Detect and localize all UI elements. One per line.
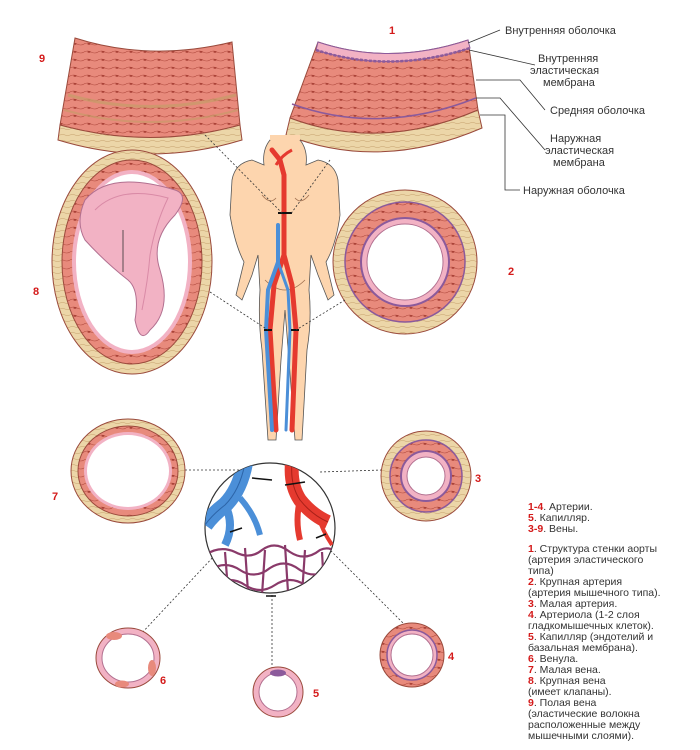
legend-item-5: 5. Капилляр (эндотелий и	[528, 631, 653, 643]
legend-group-capillary: 5. Капилляр.	[528, 512, 590, 524]
capillary-cross-section	[252, 666, 304, 718]
legend-item-9: 9. Полая вена	[528, 697, 597, 709]
body-vessels	[263, 147, 299, 433]
number-9: 9	[39, 53, 45, 65]
number-6: 6	[160, 675, 166, 687]
legend-item-4: 4. Артериола (1-2 слоя	[528, 609, 640, 621]
human-body-silhouette	[229, 135, 341, 441]
legend-group-veins: 3-9. Вены.	[528, 523, 578, 535]
legend-item-8-line-2: (имеет клапаны).	[528, 686, 612, 698]
small-vein-cross-section	[70, 418, 186, 524]
legend: 1-4. Артерии. 5. Капилляр. 3-9. Вены. 1.…	[528, 501, 661, 742]
label-inner-elastic-membrane-2: эластическая	[530, 65, 599, 77]
layer-leaders	[467, 29, 546, 191]
legend-item-1-line-3: типа)	[528, 565, 554, 577]
aorta-wall-section	[285, 39, 483, 153]
legend-item-9-line-2: (эластические волокна	[528, 708, 640, 720]
legend-item-4-line-2: гладкомышечных клеток).	[528, 620, 654, 632]
legend-item-8: 8. Крупная вена	[528, 675, 606, 687]
number-5: 5	[313, 688, 319, 700]
microcirculation-magnified	[204, 462, 336, 597]
venule-cross-section	[95, 627, 161, 689]
legend-item-9-line-3: расположенные между	[528, 719, 641, 731]
label-middle-layer: Средняя оболочка	[550, 105, 646, 117]
legend-item-7: 7. Малая вена.	[528, 664, 601, 676]
number-7: 7	[52, 491, 58, 503]
label-inner-elastic-membrane-1: Внутренняя	[538, 53, 598, 65]
legend-item-6: 6. Венула.	[528, 653, 578, 665]
label-inner-elastic-membrane-3: мембрана	[543, 77, 596, 89]
legend-item-2-line-2: (артерия мышечного типа).	[528, 587, 661, 599]
large-vein-cross-section	[51, 149, 213, 375]
legend-item-9-line-4: мышечными слоями).	[528, 730, 634, 742]
number-4: 4	[448, 651, 455, 663]
label-outer-elastic-membrane-3: мембрана	[553, 157, 606, 169]
vena-cava-wall-section	[57, 37, 243, 155]
legend-item-1: 1. Структура стенки аорты	[528, 543, 657, 555]
legend-item-1-line-2: (артерия эластического	[528, 554, 644, 566]
arteriole-cross-section	[379, 622, 445, 688]
large-artery-cross-section	[332, 189, 478, 335]
number-8: 8	[33, 286, 39, 298]
legend-item-2: 2. Крупная артерия	[528, 576, 622, 588]
connector-lines	[139, 134, 409, 668]
legend-item-5-line-2: базальная мембрана).	[528, 642, 638, 654]
label-outer-elastic-membrane-1: Наружная	[550, 133, 601, 145]
legend-group-arteries: 1-4. Артерии.	[528, 501, 593, 513]
label-outer-elastic-membrane-2: эластическая	[545, 145, 614, 157]
number-3: 3	[475, 473, 481, 485]
number-1: 1	[389, 25, 395, 37]
number-2: 2	[508, 266, 514, 278]
legend-item-3: 3. Малая артерия.	[528, 598, 617, 610]
small-artery-cross-section	[380, 430, 472, 522]
label-outer-layer: Наружная оболочка	[523, 185, 626, 197]
label-inner-layer: Внутренняя оболочка	[505, 25, 617, 37]
